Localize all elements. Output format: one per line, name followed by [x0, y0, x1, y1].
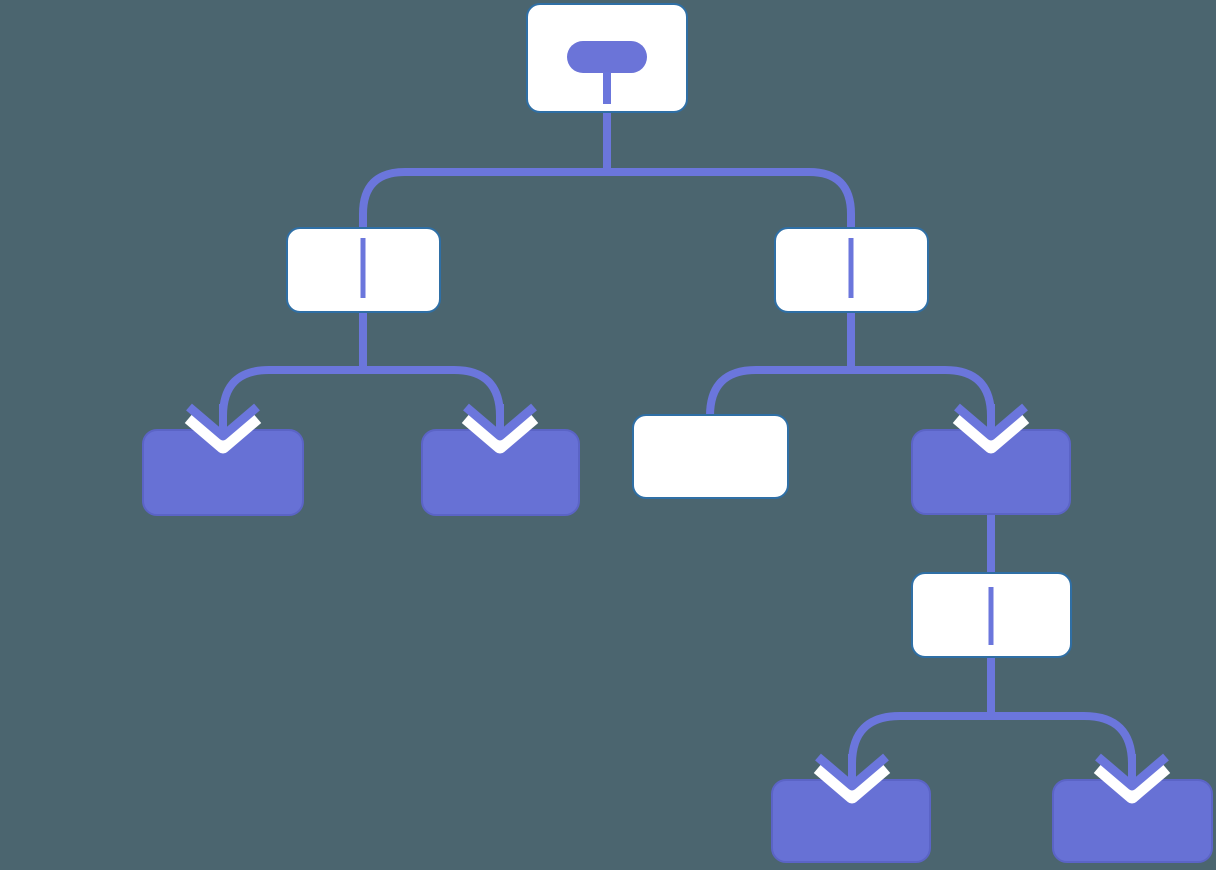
edge-top-branch — [359, 168, 855, 230]
chevron-double-down-icon-outline — [813, 763, 891, 804]
chevron-double-down-icon — [463, 403, 537, 441]
edge-bottom-branch — [848, 712, 1136, 784]
chevron-double-down-icon — [186, 403, 260, 441]
chevron-double-down-icon — [954, 403, 1028, 441]
edge-right-branch — [706, 366, 995, 434]
chevron-double-down-icon-outline — [952, 413, 1030, 454]
chevron-double-down-icon — [1095, 753, 1169, 791]
chevron-double-down-icon — [815, 753, 889, 791]
pill-placeholder — [567, 41, 647, 73]
chevron-double-down-icon-outline — [1093, 763, 1171, 804]
chevron-double-down-icon-outline — [461, 413, 539, 454]
leaf-node-white[interactable] — [632, 414, 789, 499]
edge-left-branch — [219, 366, 504, 434]
chevron-double-down-icon-outline — [184, 413, 262, 454]
